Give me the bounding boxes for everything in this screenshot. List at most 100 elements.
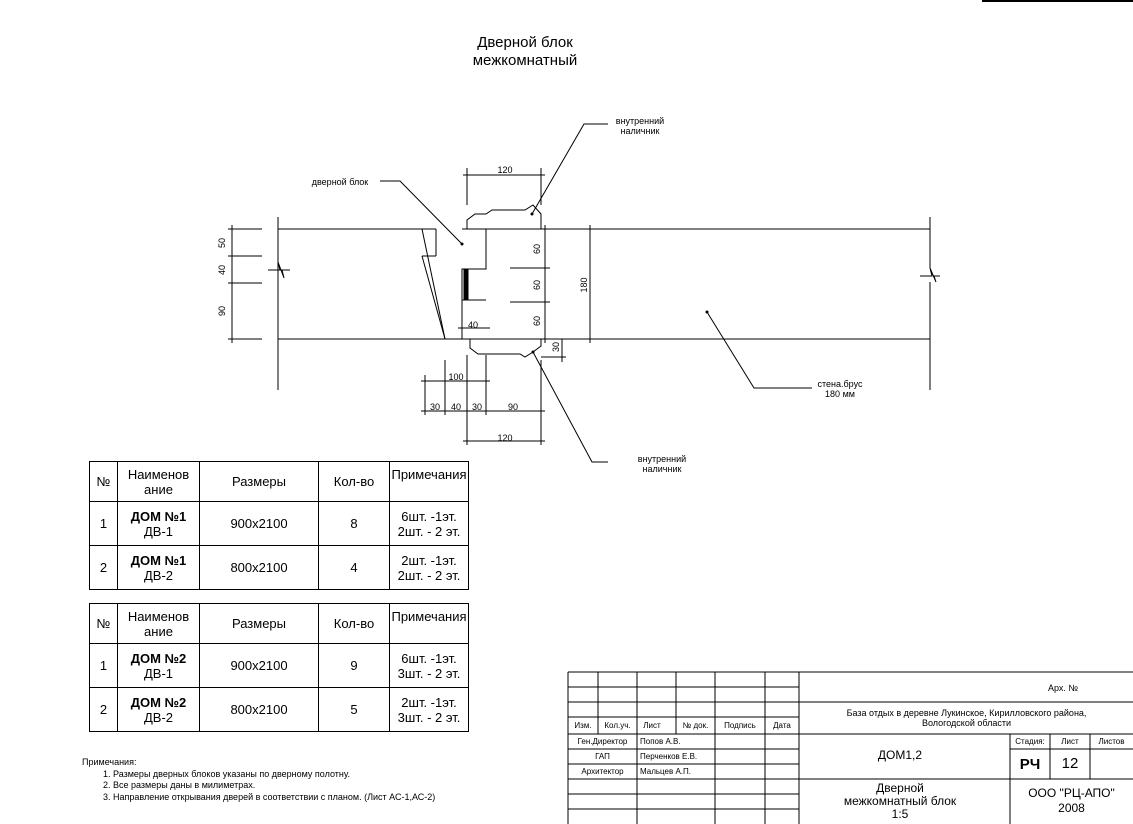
header-number: № bbox=[89, 461, 118, 502]
header-qty: Кол-во bbox=[318, 603, 390, 644]
stage-value: РЧ bbox=[1019, 756, 1041, 773]
drawing-name-line2: межкомнатный блок bbox=[843, 794, 957, 808]
dim-bottom-120: 120 bbox=[497, 433, 513, 443]
header-qty: Кол-во bbox=[318, 461, 390, 502]
object-name: ДОМ1,2 bbox=[877, 748, 923, 762]
dim-bottom-30-a: 30 bbox=[429, 402, 440, 412]
col-sheet: Лист bbox=[643, 721, 661, 730]
dim-bottom-40: 40 bbox=[450, 402, 461, 412]
door-spec-table-house1: № Наименов ание Размеры Кол-во Примечани… bbox=[89, 461, 469, 590]
cell-note-line1: 2шт. -1эт. bbox=[401, 552, 457, 568]
sheets-header: Листов bbox=[1098, 737, 1125, 746]
header-notes: Примечания bbox=[389, 461, 469, 502]
project-name-line2: Вологодской области bbox=[921, 718, 1012, 728]
drawing-title-line1: Дверной блок bbox=[477, 34, 573, 51]
cell-note-line1: 2шт. -1эт. bbox=[401, 694, 457, 710]
sheet-value: 12 bbox=[1061, 755, 1079, 772]
inner-trim-top-label-line1: внутренний bbox=[615, 116, 665, 126]
cell-note-line1: 6шт. -1эт. bbox=[401, 508, 457, 524]
drawing-name-line1: Дверной bbox=[876, 781, 924, 795]
dim-bottom-30-b: 30 bbox=[471, 402, 482, 412]
role-director: Ген.Директор bbox=[577, 737, 628, 746]
cell-note-line2: 2шт. - 2 эт. bbox=[397, 567, 461, 583]
wall-label-line1: стена.брус bbox=[817, 379, 863, 389]
sheet-header: Лист bbox=[1061, 737, 1079, 746]
wall-label: стена.брус 180 мм bbox=[800, 379, 880, 399]
inner-trim-top-label-line2: наличник bbox=[620, 126, 660, 136]
header-number: № bbox=[89, 603, 118, 644]
cell-name-house: ДОМ №1 bbox=[130, 508, 187, 524]
cell-note-line2: 3шт. - 2 эт. bbox=[397, 709, 461, 725]
archive-number-label: Арх. № bbox=[1048, 683, 1079, 693]
cell-qty: 9 bbox=[318, 643, 390, 688]
cell-name-code: ДВ-2 bbox=[143, 709, 174, 725]
cell-name-code: ДВ-1 bbox=[143, 523, 174, 539]
name-chief-architect: Перченков Е.В. bbox=[640, 752, 698, 761]
cell-size: 900х2100 bbox=[199, 643, 319, 688]
cell-name-code: ДВ-2 bbox=[143, 567, 174, 583]
inner-trim-bottom-label-line2: наличник bbox=[642, 464, 682, 474]
drawing-name: Дверной межкомнатный блок 1:5 bbox=[800, 782, 1000, 821]
general-notes: Примечания: 1. Размеры дверных блоков ук… bbox=[82, 757, 435, 803]
role-chief-architect: ГАП bbox=[595, 752, 610, 761]
cell-note-line2: 2шт. - 2 эт. bbox=[397, 523, 461, 539]
note-item: 3. Направление открывания дверей в соотв… bbox=[103, 791, 436, 802]
cell-note-line2: 3шт. - 2 эт. bbox=[397, 665, 461, 681]
dim-bottom-100: 100 bbox=[448, 372, 464, 382]
company-name: ООО "РЦ-АПО" bbox=[1028, 786, 1115, 800]
cell-notes: 2шт. -1эт.2шт. - 2 эт. bbox=[389, 545, 469, 590]
name-director: Попов А.В. bbox=[640, 737, 681, 746]
notes-heading: Примечания: bbox=[82, 757, 137, 767]
cell-qty: 5 bbox=[318, 687, 390, 732]
header-size: Размеры bbox=[199, 461, 319, 502]
door-block-label: дверной блок bbox=[311, 177, 369, 187]
inner-trim-bottom-label-line1: внутренний bbox=[637, 454, 687, 464]
drawing-title-line2: межкомнатный bbox=[472, 52, 578, 69]
stage-header: Стадия: bbox=[1015, 737, 1045, 746]
col-signature: Подпись bbox=[724, 721, 756, 730]
wall-label-line2: 180 мм bbox=[825, 389, 855, 399]
col-doc-no: № док. bbox=[682, 721, 709, 730]
company-year: 2008 bbox=[1058, 801, 1085, 815]
inner-trim-bottom-label: внутренний наличник bbox=[617, 454, 707, 474]
project-name-line1: База отдых в деревне Лукинское, Кириллов… bbox=[846, 708, 1087, 718]
cell-number: 2 bbox=[89, 545, 118, 590]
cell-notes: 6шт. -1эт.3шт. - 2 эт. bbox=[389, 643, 469, 688]
header-size: Размеры bbox=[199, 603, 319, 644]
cell-name-house: ДОМ №1 bbox=[130, 552, 187, 568]
note-item: 2. Все размеры даны в милиметрах. bbox=[103, 780, 256, 790]
cell-qty: 8 bbox=[318, 501, 390, 546]
cell-name-house: ДОМ №2 bbox=[130, 694, 187, 710]
col-change: Изм. bbox=[574, 721, 592, 730]
cell-notes: 2шт. -1эт.3шт. - 2 эт. bbox=[389, 687, 469, 732]
col-qty-units: Кол.уч. bbox=[604, 721, 631, 730]
project-name: База отдых в деревне Лукинское, Кириллов… bbox=[800, 708, 1133, 728]
cell-name-house: ДОМ №2 bbox=[130, 650, 187, 666]
role-architect: Архитектор bbox=[581, 767, 624, 776]
cell-name-code: ДВ-1 bbox=[143, 665, 174, 681]
name-architect: Мальцев А.П. bbox=[640, 767, 691, 776]
dim-top-120: 120 bbox=[497, 165, 513, 175]
drawing-title: Дверной блок межкомнатный bbox=[400, 34, 650, 70]
company-block: ООО "РЦ-АПО" 2008 bbox=[1010, 786, 1133, 816]
col-date: Дата bbox=[773, 721, 791, 730]
door-spec-table-house2: № Наименов ание Размеры Кол-во Примечани… bbox=[89, 603, 469, 732]
cell-note-line1: 6шт. -1эт. bbox=[401, 650, 457, 666]
drawing-scale: 1:5 bbox=[891, 807, 909, 821]
top-edge-line bbox=[982, 0, 1133, 2]
cell-size: 800х2100 bbox=[199, 545, 319, 590]
cell-size: 900х2100 bbox=[199, 501, 319, 546]
inner-trim-top-label: внутренний наличник bbox=[595, 116, 685, 136]
note-item: 1. Размеры дверных блоков указаны по две… bbox=[103, 768, 350, 779]
header-name: Наименов ание bbox=[117, 603, 200, 644]
dim-bottom-90: 90 bbox=[507, 402, 518, 412]
dim-inner-40: 40 bbox=[467, 320, 478, 330]
cell-notes: 6шт. -1эт.2шт. - 2 эт. bbox=[389, 501, 469, 546]
